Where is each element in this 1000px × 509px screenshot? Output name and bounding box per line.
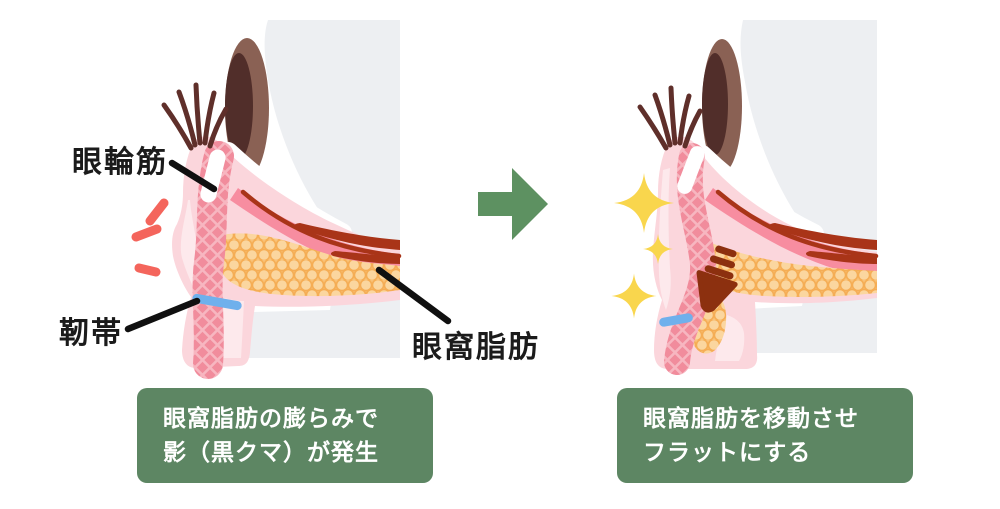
label-ligament: 靭帯 [59,317,123,350]
skin-inner-cheek [715,315,745,361]
orbital-fat [218,233,400,297]
label-orbital-fat: 眼窩脂肪 [412,330,540,364]
after-diagram [611,20,879,375]
pointer-line-fat [375,266,452,325]
deep-muscle-wedge [805,251,877,264]
tarsus-plate [677,146,705,194]
pupil [702,53,728,155]
ligament [192,293,242,311]
sparkle-icon [611,273,657,319]
pointer-lines [124,159,452,333]
deep-muscle-band [769,223,877,250]
caption-after: 眼窩脂肪を移動させ フラットにする [617,388,913,483]
deep-muscle-band [294,223,400,250]
caption-before-line2: 影（黒クマ）が発生 [163,439,379,465]
eyelashes [637,85,703,151]
tarsus-plate [200,149,226,203]
caption-after-line1: 眼窩脂肪を移動させ [643,405,859,431]
pointer-line-muscle [168,159,218,193]
eyelashes [161,82,229,151]
caption-before-line1: 眼窩脂肪の膨らみで [163,405,379,431]
pointer-line-ligament [124,297,201,333]
skin-inner-cheek [221,298,244,358]
sclera-highlight [692,145,824,244]
caption-after-line2: フラットにする [643,439,812,465]
orbital-fat [698,238,877,297]
transition-arrow-icon [478,168,548,240]
retractor-line [240,189,402,259]
pupil [225,53,253,159]
retractor-line [715,189,879,259]
label-orbicularis-muscle: 眼輪筋 [72,145,168,179]
before-diagram: 眼輪筋 靭帯 眼窩脂肪 [59,20,540,379]
deep-muscle-wedge [330,251,400,264]
fat-move-arrow-icon [696,245,738,313]
ligament [659,313,693,327]
bulge-highlight-marks [131,198,169,277]
caption-before: 眼窩脂肪の膨らみで 影（黒クマ）が発生 [137,388,433,483]
